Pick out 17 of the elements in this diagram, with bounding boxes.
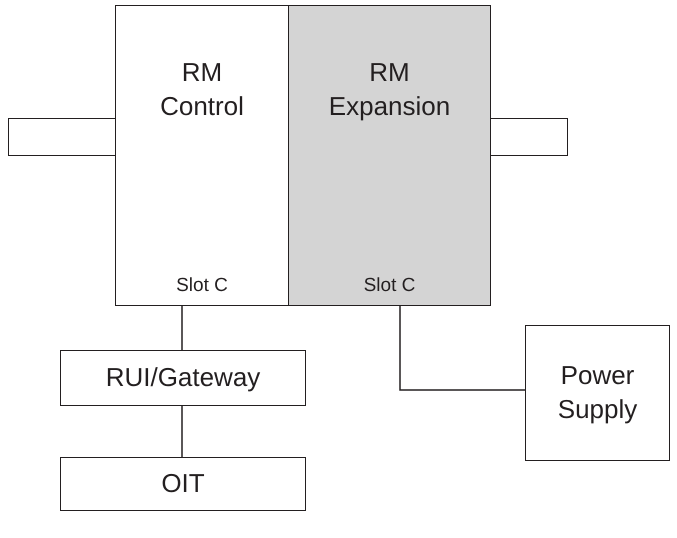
box-title: OIT (161, 467, 205, 500)
process-box (60, 350, 306, 406)
connector-line (181, 406, 183, 457)
slot-label: Slot C (176, 275, 228, 297)
connector-tab (8, 118, 116, 156)
box-title: RUI/Gateway (106, 361, 260, 394)
connector-line (399, 306, 525, 391)
box-title: Power Supply (556, 359, 638, 426)
box-title: RM Control (159, 56, 245, 123)
connector-line (181, 306, 183, 350)
connector-tab (490, 118, 568, 156)
box-title: RM Expansion (328, 56, 452, 123)
process-box (288, 5, 491, 306)
process-box (525, 325, 670, 461)
process-box (115, 5, 289, 306)
slot-label: Slot C (364, 275, 416, 297)
process-box (60, 457, 306, 511)
